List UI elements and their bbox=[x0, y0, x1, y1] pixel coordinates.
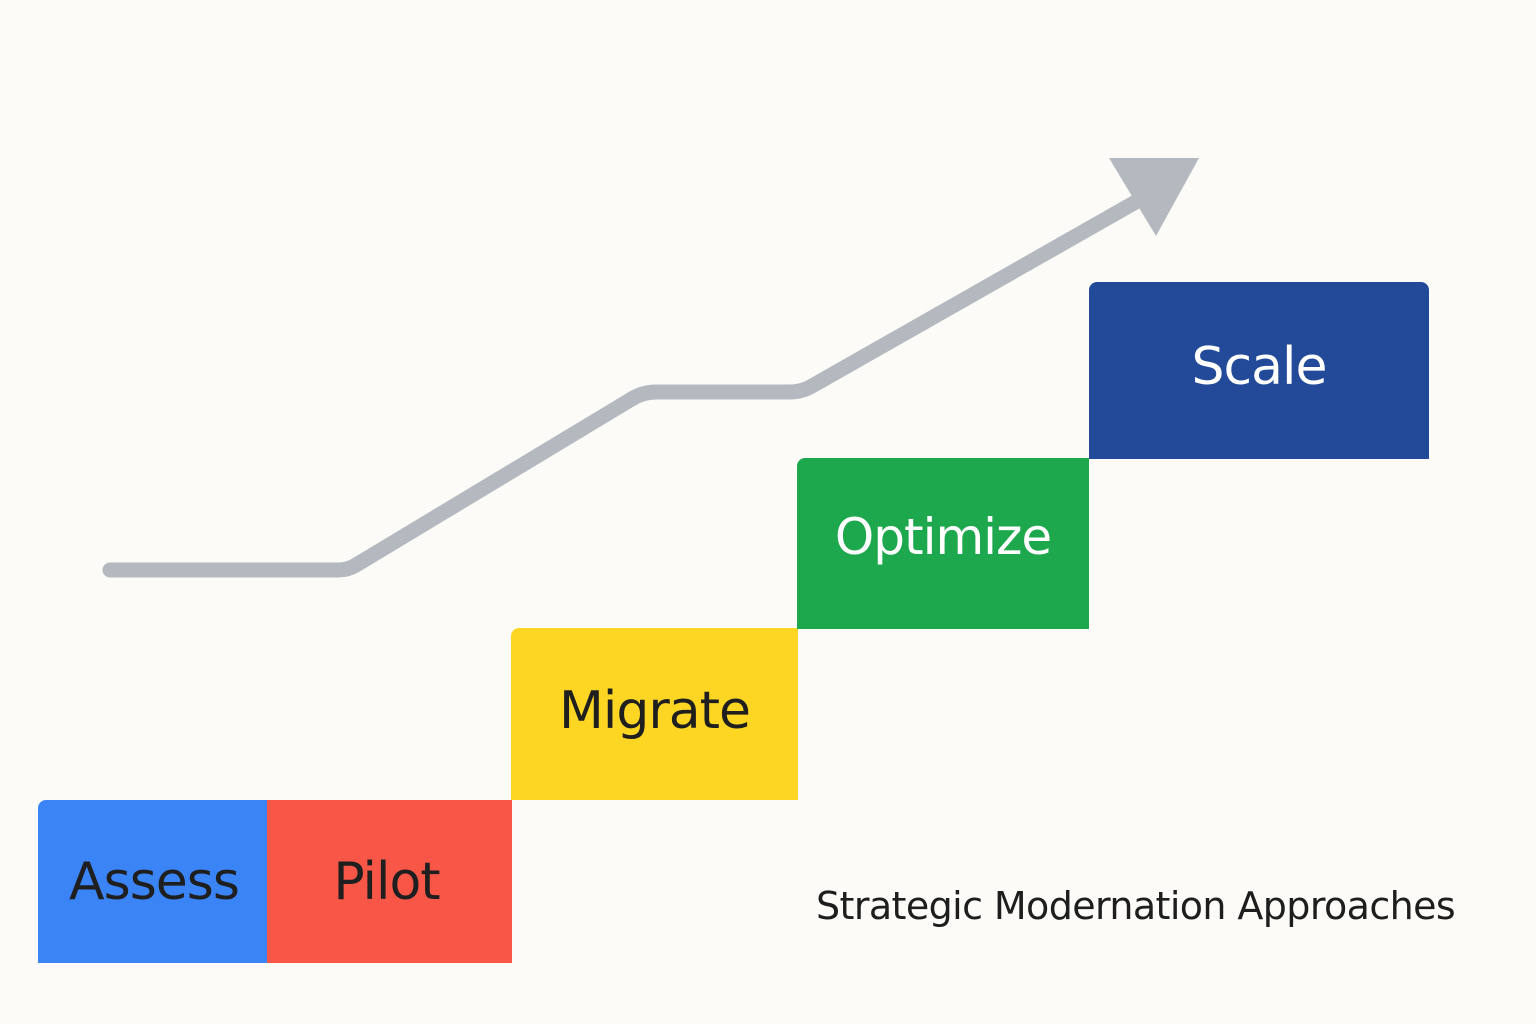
step-label-optimize: Optimize bbox=[834, 507, 1052, 566]
step-migrate: Migrate bbox=[511, 628, 798, 800]
step-optimize: Optimize bbox=[797, 458, 1089, 629]
step-label-assess: Assess bbox=[69, 851, 240, 912]
step-assess: Assess bbox=[38, 800, 268, 963]
step-scale: Scale bbox=[1089, 282, 1429, 459]
arrow-head bbox=[1109, 158, 1199, 236]
diagram-caption: Strategic Modernation Approaches bbox=[816, 884, 1456, 928]
step-label-scale: Scale bbox=[1191, 336, 1328, 397]
step-pilot: Pilot bbox=[267, 800, 512, 963]
step-label-pilot: Pilot bbox=[333, 851, 440, 912]
step-label-migrate: Migrate bbox=[559, 681, 751, 741]
trend-line bbox=[102, 187, 1156, 578]
